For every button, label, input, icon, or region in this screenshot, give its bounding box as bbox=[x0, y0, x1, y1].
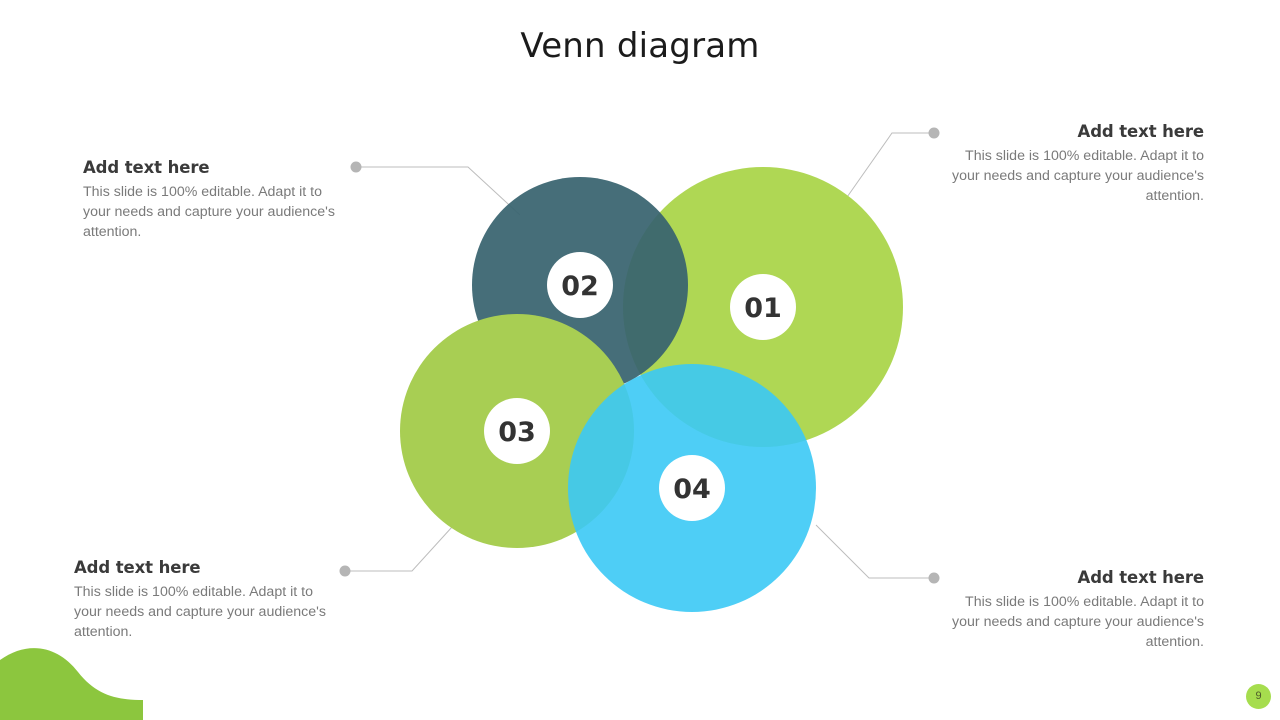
text-block-bottom-left-heading: Add text here bbox=[74, 558, 201, 577]
text-block-top-right-body: This slide is 100% editable. Adapt it to… bbox=[952, 148, 1204, 204]
text-block-bottom-left: Add text here This slide is 100% editabl… bbox=[74, 558, 330, 642]
text-block-bottom-left-body: This slide is 100% editable. Adapt it to… bbox=[74, 584, 326, 640]
decorative-blob bbox=[0, 648, 143, 720]
text-block-bottom-right-body: This slide is 100% editable. Adapt it to… bbox=[952, 594, 1204, 650]
connector-dots bbox=[339, 127, 940, 584]
connector-dot-bottom-left bbox=[339, 565, 351, 577]
connector-dot-bottom-right bbox=[928, 572, 940, 584]
text-block-top-left-body: This slide is 100% editable. Adapt it to… bbox=[83, 184, 335, 240]
number-badge-04-label: 04 bbox=[673, 474, 711, 505]
connector-line-top-left bbox=[356, 166, 521, 216]
venn-number-badges: 01 02 03 04 bbox=[484, 252, 796, 521]
number-badge-02-bg bbox=[547, 252, 613, 318]
connector-line-bottom-right bbox=[815, 524, 934, 579]
connector-line-bottom-left bbox=[345, 526, 453, 572]
number-badge-04-bg bbox=[659, 455, 725, 521]
text-block-top-right: Add text here This slide is 100% editabl… bbox=[948, 122, 1204, 206]
connector-dot-top-left bbox=[350, 161, 362, 173]
text-block-top-right-heading: Add text here bbox=[1077, 122, 1205, 141]
connector-dot-top-right bbox=[928, 127, 940, 139]
page-title: Venn diagram bbox=[520, 26, 760, 66]
text-block-bottom-right-heading: Add text here bbox=[1077, 568, 1205, 587]
number-badge-01-bg bbox=[730, 274, 796, 340]
connector-lines bbox=[345, 132, 934, 579]
slide-number-badge: 9 bbox=[1246, 684, 1271, 709]
number-badge-01-label: 01 bbox=[744, 293, 782, 324]
number-badge-03-label: 03 bbox=[498, 417, 536, 448]
text-block-top-left: Add text here This slide is 100% editabl… bbox=[83, 158, 339, 242]
text-block-top-left-heading: Add text here bbox=[83, 158, 210, 177]
text-block-bottom-right: Add text here This slide is 100% editabl… bbox=[948, 568, 1204, 652]
connector-line-top-right bbox=[844, 132, 934, 201]
number-badge-03-bg bbox=[484, 398, 550, 464]
number-badge-02-label: 02 bbox=[561, 271, 599, 302]
